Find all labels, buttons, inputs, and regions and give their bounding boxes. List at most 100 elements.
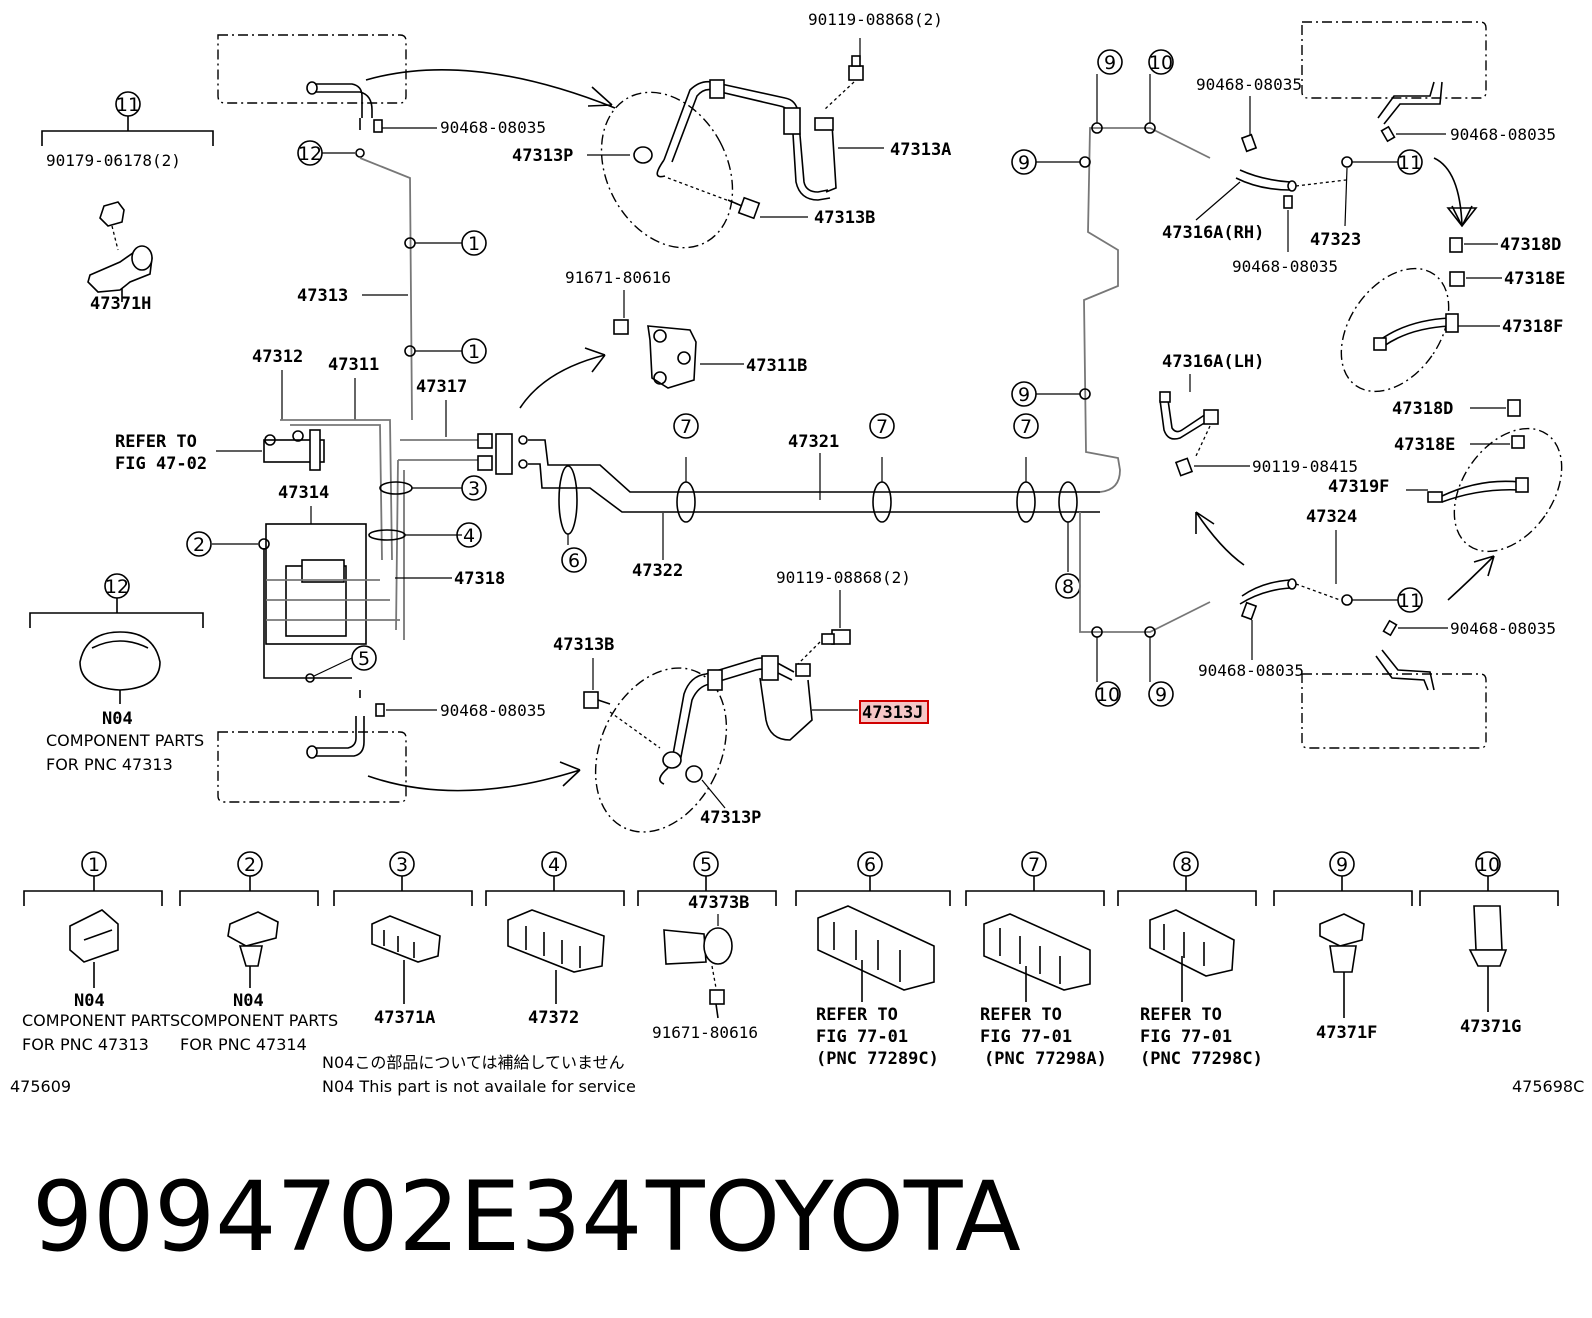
callout-9-b: 9 [1011,149,1037,175]
label-91671-80616-top: 91671-80616 [565,268,671,287]
label-47311B: 47311B [746,356,807,376]
label-47319F: 47319F [1328,477,1389,497]
label-b5-top: 47373B [688,893,749,913]
label-b7-l2: FIG 77-01 [980,1027,1072,1047]
label-47313P-bot: 47313P [700,808,761,828]
label-b1-n04: N04 [74,991,105,1011]
label-b7-l3: (PNC 77298A) [984,1049,1107,1069]
bottom-part-9: 9 47371F [1273,851,1413,1043]
label-b1-l1: COMPONENT PARTS [22,1011,180,1030]
callout-label: 7 [876,416,888,438]
bottom-part-5: 5 47373B 91671-80616 [637,851,777,1042]
callout-label: 11 [1398,152,1422,174]
callout-7-c: 7 [1013,413,1039,439]
label-n04-a: N04 [102,709,133,729]
label-47324: 47324 [1306,507,1357,527]
bracket-47311B: 91671-80616 47311B [519,268,807,409]
label-b2-n04: N04 [233,991,264,1011]
callout-label: 1 [468,233,480,255]
note-jp: N04この部品については補給していません [322,1053,625,1072]
label-b2-l2: FOR PNC 47314 [180,1035,307,1054]
callout-1-b: 1 [461,338,487,364]
callout-label: 8 [1180,854,1192,876]
bottom-part-8: 8 REFER TO FIG 77-01 (PNC 77298C) [1117,851,1263,1069]
label-b1-l2: FOR PNC 47313 [22,1035,149,1054]
label-47313P-top: 47313P [512,146,573,166]
label-47371H: 47371H [90,294,151,314]
upper-hose-detail: 90119-08868(2) 47313P 47313A 47313B [512,10,951,249]
label-47323: 47323 [1310,230,1361,250]
label-47313A: 47313A [890,140,951,160]
label-component-parts-a: COMPONENT PARTS [46,731,204,750]
callout-9-c: 9 [1011,381,1037,407]
label-for-pnc-a: FOR PNC 47313 [46,755,173,774]
bottom-part-7: 7 REFER TO FIG 77-01 (PNC 77298A) [965,851,1107,1069]
callout-7-a: 7 [673,413,699,439]
group-12-left: 12 N04 COMPONENT PARTS FOR PNC 47313 [29,573,204,774]
callout-10-b: 10 [1095,681,1121,707]
lower-hose-detail: 90119-08868(2) 47313B 47313P 47313J [553,568,929,833]
callout-4-a: 4 [456,522,482,548]
group-11-left: 11 90179-06178(2) 47371H [41,91,214,314]
callout-label: 5 [358,648,370,670]
callout-9-a: 9 [1097,49,1123,75]
label-b10: 47371G [1460,1017,1521,1037]
callout-12-a: 12 [297,140,355,166]
callout-10-a: 10 [1148,49,1174,75]
label-b4: 47372 [528,1008,579,1028]
label-90119-08868-top: 90119-08868(2) [808,10,943,29]
callout-label: 3 [396,854,408,876]
callout-label: 8 [1062,576,1074,598]
label-47316A-RH: 47316A(RH) [1162,223,1264,243]
callout-9-d: 9 [1148,681,1174,707]
callout-11-a: 11 [1397,149,1423,175]
callout-label: 11 [116,94,140,116]
upper-left-detail-box [217,34,616,118]
callout-label: 7 [680,416,692,438]
callout-label: 7 [1020,416,1032,438]
callout-label: 12 [105,576,129,598]
actuator-area: 47312 47311 47317 REFER TO FIG 47-02 473… [115,347,528,683]
label-90468-r-b: 90468-08035 [1450,125,1556,144]
callout-label: 7 [1028,854,1040,876]
callout-label: 4 [548,854,560,876]
callout-label: 10 [1149,52,1173,74]
callout-label: 10 [1476,854,1500,876]
callout-11-b: 11 [1397,587,1423,613]
callout-3-a: 3 [461,475,487,501]
label-b6-l2: FIG 77-01 [816,1027,908,1047]
label-90468-08035-b: 90468-08035 [440,701,546,720]
callout-label: 6 [568,550,580,572]
label-47322: 47322 [632,561,683,581]
label-b9: 47371F [1316,1023,1377,1043]
highlight-box [859,700,929,724]
label-90119-08415: 90119-08415 [1252,457,1358,476]
label-refer-to-a: REFER TO [115,432,197,452]
label-90119-08868-bot: 90119-08868(2) [776,568,911,587]
label-b6-l3: (PNC 77289C) [816,1049,939,1069]
label-47318D-a: 47318D [1500,235,1561,255]
label-b7-l1: REFER TO [980,1005,1062,1025]
label-47313: 47313 [297,286,348,306]
right-top-detail: 90468-08035 47316A(RH) 47323 90468-08035… [1162,21,1556,276]
callout-8: 8 [1055,573,1081,599]
callout-label: 2 [193,534,205,556]
label-b6-l1: REFER TO [816,1005,898,1025]
label-47317: 47317 [416,377,467,397]
label-b3: 47371A [374,1008,435,1028]
left-vertical-line [355,118,462,421]
callout-label: 4 [463,525,475,547]
callout-label: 9 [1155,684,1167,706]
lower-left-detail-box: 90468-08035 [217,690,581,803]
bottom-part-1: 1 N04 COMPONENT PARTS FOR PNC 47313 [22,851,180,1054]
label-90468-r-e: 90468-08035 [1198,661,1304,680]
right-upper-hose-group: 47318D 47318E 47318F [1340,235,1565,393]
footer-part-number: 9094702E34 [32,1161,642,1273]
callout-label: 9 [1018,384,1030,406]
label-47318D-b: 47318D [1392,399,1453,419]
label-fig-47-02: FIG 47-02 [115,454,207,474]
label-47313B-top: 47313B [814,208,875,228]
callout-label: 1 [468,341,480,363]
callout-label: 11 [1398,590,1422,612]
callout-label: 6 [864,854,876,876]
